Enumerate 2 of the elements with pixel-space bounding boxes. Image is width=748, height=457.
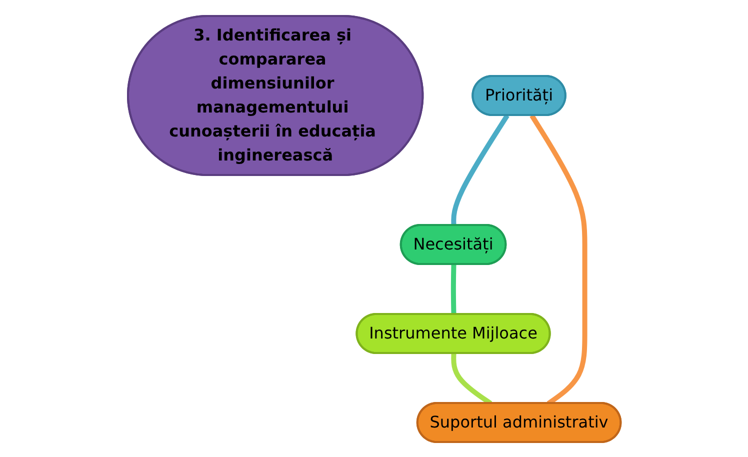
connector (450, 114, 510, 226)
connector (450, 264, 456, 314)
